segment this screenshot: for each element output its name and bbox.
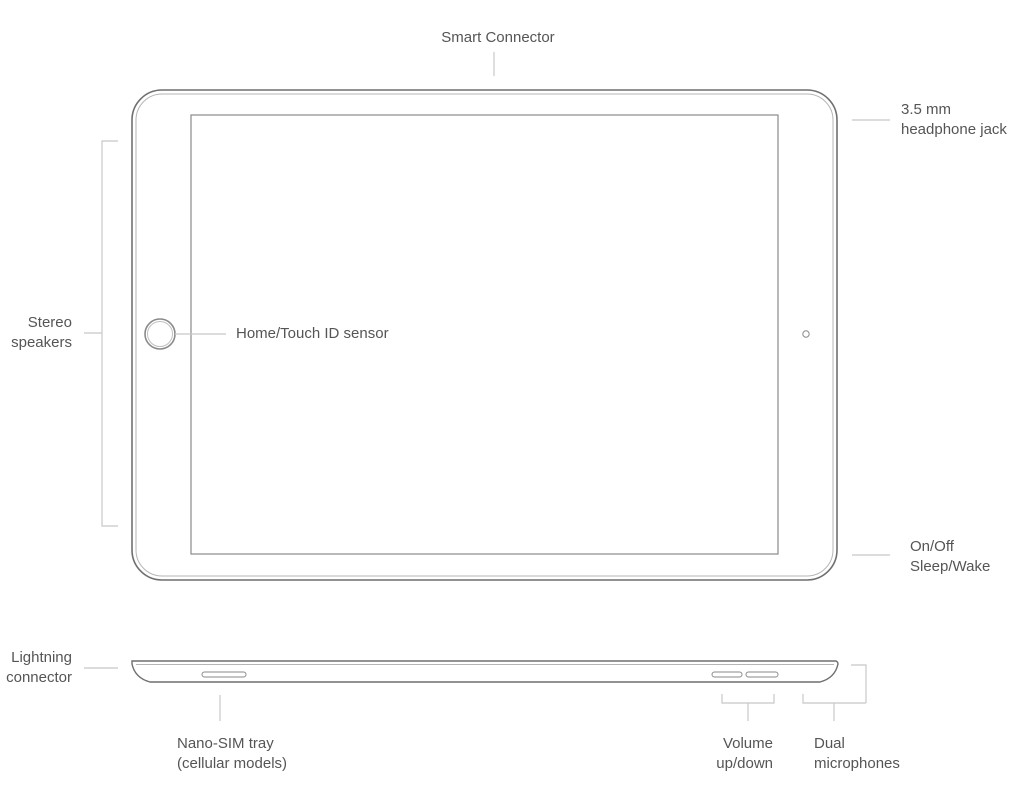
dual-mics-bracket-right <box>851 664 867 703</box>
volume-up-button-icon <box>711 671 743 678</box>
ipad-front-view <box>131 89 838 581</box>
volume-label: Volume up/down <box>693 734 773 774</box>
lightning-connector-label-line-1: Lightning <box>11 649 72 666</box>
ipad-bottom-view <box>131 660 839 683</box>
headphone-jack-label: 3.5 mm headphone jack <box>901 100 1007 140</box>
volume-label-line-1: Volume <box>722 735 773 752</box>
nano-sim-label-line-2: (cellular models) <box>177 755 288 772</box>
stereo-speakers-label: Stereo speakers <box>0 313 72 353</box>
dual-microphones-label: Dual microphones <box>814 734 900 774</box>
display <box>190 114 779 555</box>
dual-microphones-label-line-1: Dual <box>814 735 845 752</box>
home-button-icon <box>144 318 176 350</box>
nano-sim-tray-icon <box>201 671 247 678</box>
nano-sim-label: Nano-SIM tray (cellular models) <box>177 734 287 774</box>
volume-label-line-2: up/down <box>716 755 773 772</box>
home-touch-id-label: Home/Touch ID sensor <box>236 325 389 342</box>
device-bottom-edge <box>131 660 839 683</box>
dual-microphones-label-line-2: microphones <box>814 755 900 772</box>
volume-bracket <box>721 694 775 704</box>
headphone-jack-label-line-1: 3.5 mm <box>901 101 952 118</box>
stereo-speakers-label-line-2: speakers <box>11 334 72 351</box>
leader-lines <box>84 52 890 721</box>
home-button-inner-ring <box>147 321 173 347</box>
volume-down-button-icon <box>745 671 779 678</box>
stereo-speakers-bracket <box>101 140 118 527</box>
stereo-speakers-label-line-1: Stereo <box>27 314 72 331</box>
headphone-jack-label-line-2: headphone jack <box>901 121 1007 138</box>
lightning-connector-label-line-2: connector <box>6 669 72 686</box>
on-off-label: On/Off Sleep/Wake <box>910 537 990 577</box>
smart-connector-label: Smart Connector <box>441 29 555 46</box>
on-off-label-line-2: Sleep/Wake <box>910 558 991 575</box>
on-off-label-line-1: On/Off <box>910 538 954 555</box>
lightning-connector-label: Lightning connector <box>0 648 72 688</box>
nano-sim-label-line-1: Nano-SIM tray <box>177 735 274 752</box>
device-body-inner-edge <box>135 93 834 577</box>
front-camera-icon <box>802 330 810 338</box>
dual-mics-bracket-left <box>802 694 866 704</box>
